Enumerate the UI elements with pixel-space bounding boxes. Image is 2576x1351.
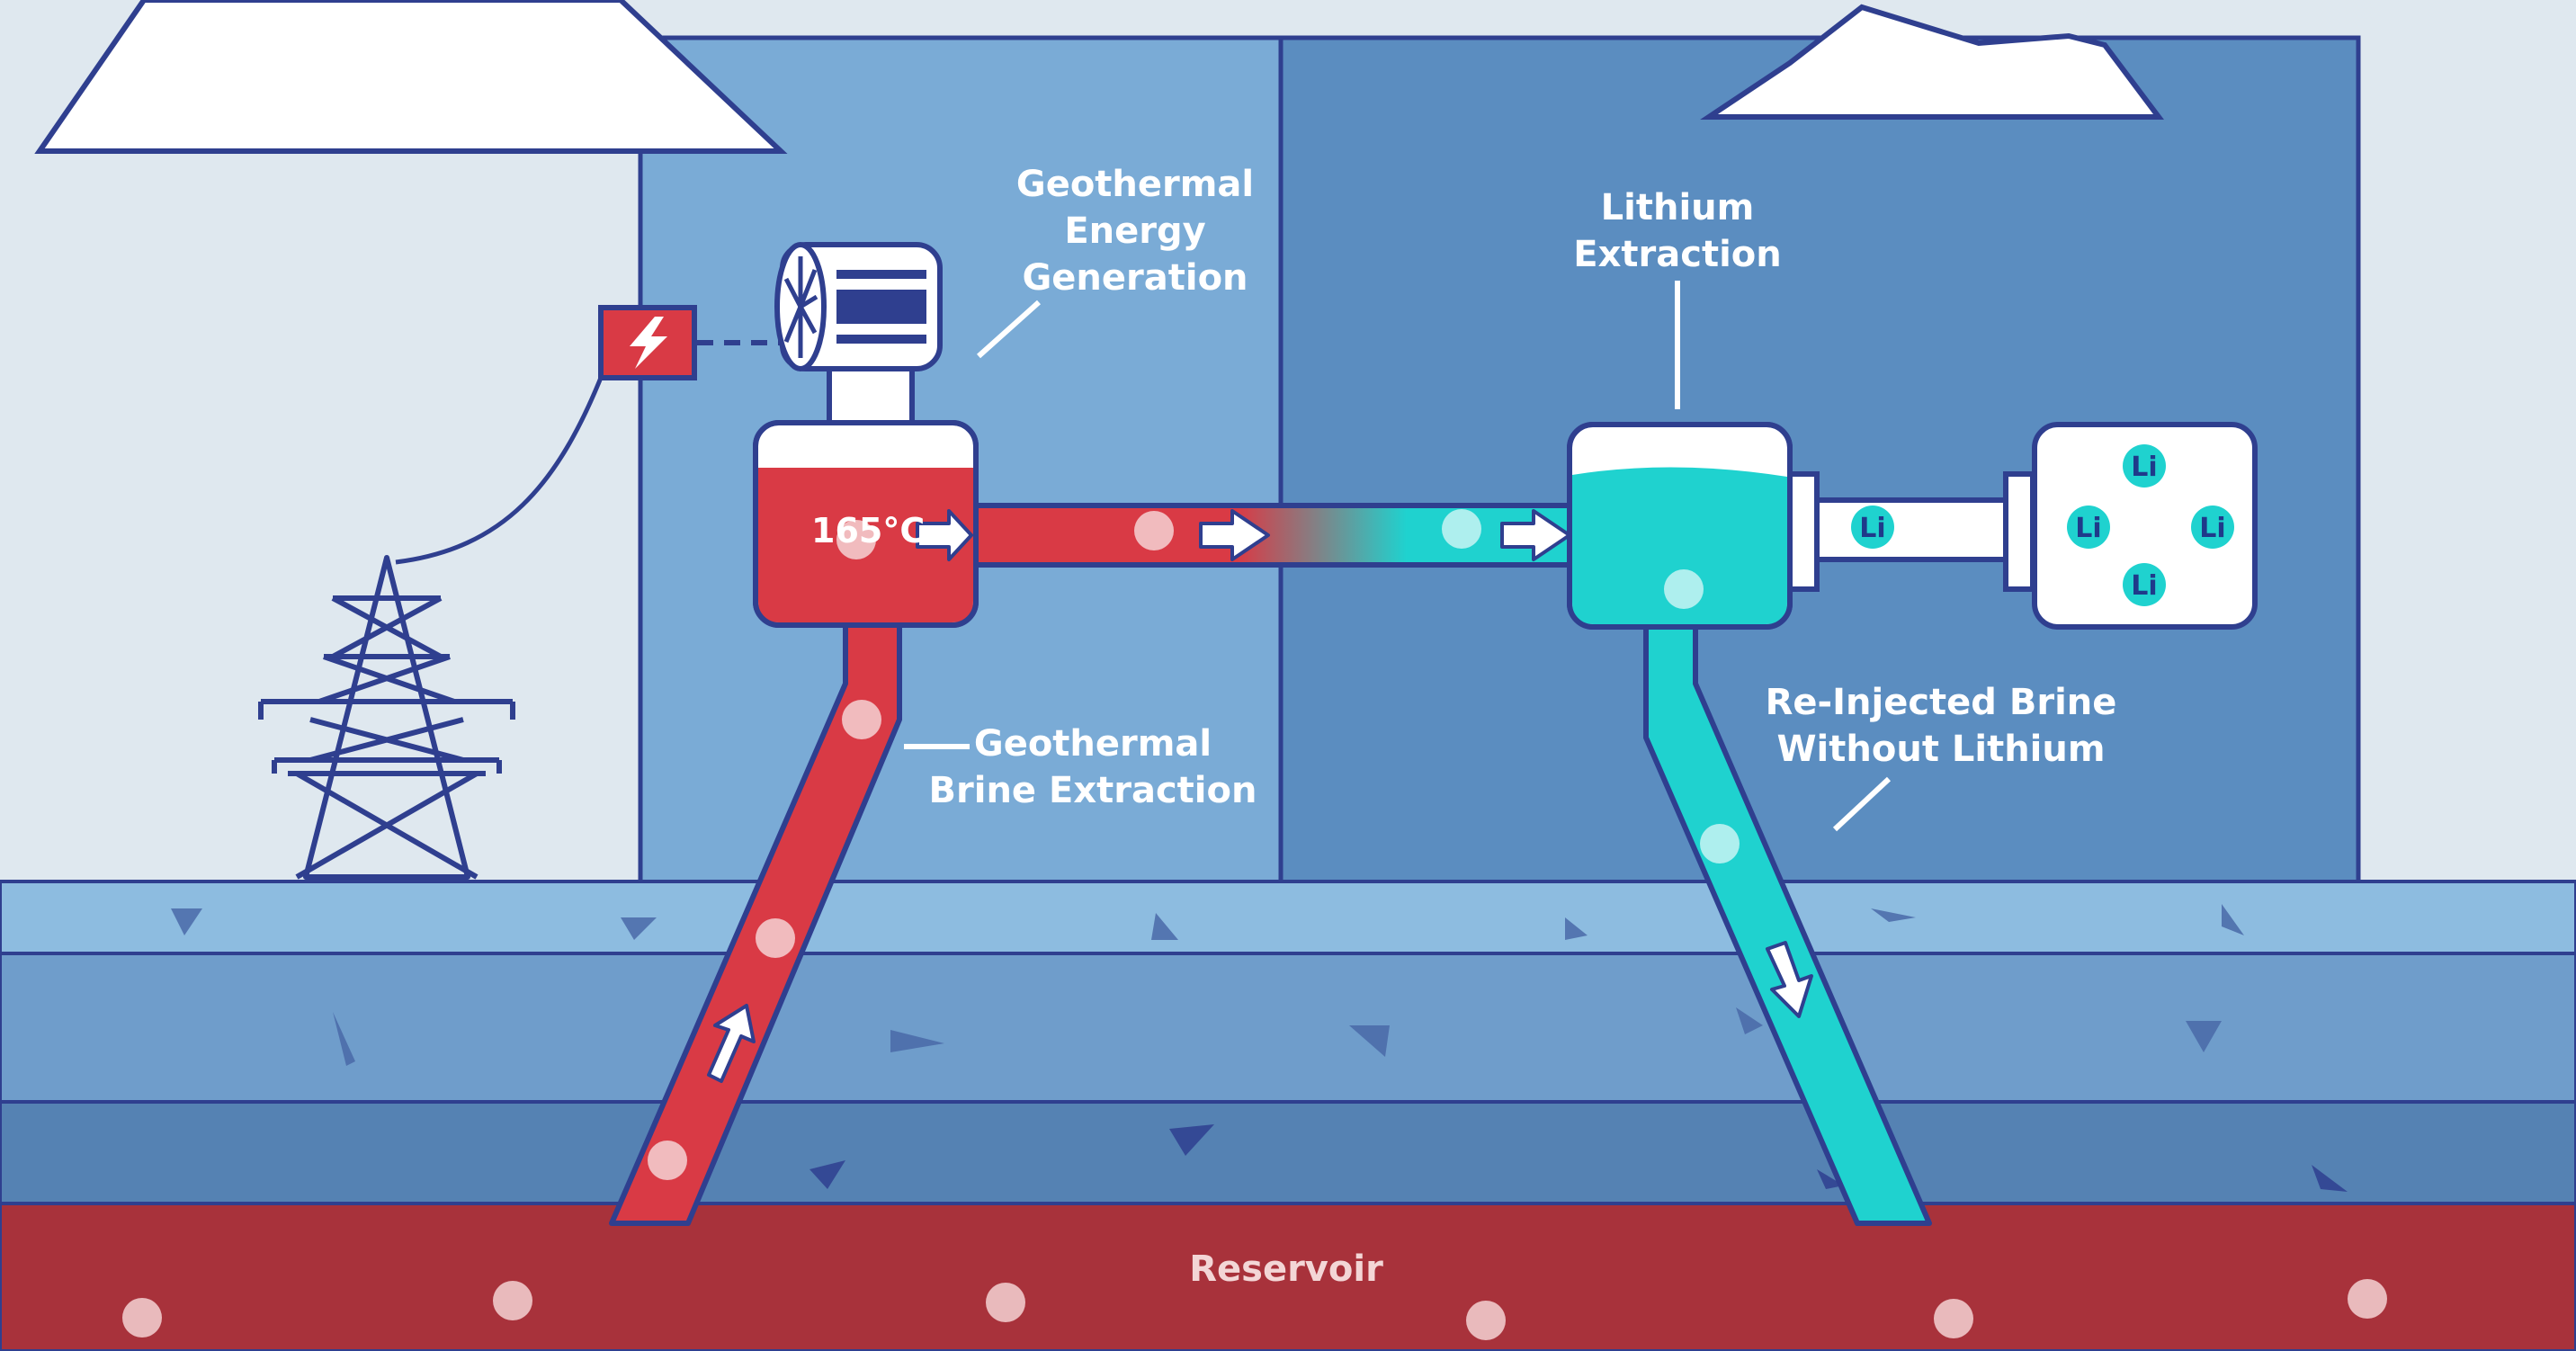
lithium-collector-box [2032, 422, 2258, 630]
rock-shards [171, 904, 2348, 1192]
label-line: Energy [1064, 210, 1205, 252]
lithium-connector-left [1787, 471, 1820, 592]
turbine-icon [774, 242, 943, 371]
li-ion-bottom [2123, 563, 2166, 606]
li-label: Li [2131, 570, 2157, 602]
ground-layer-3 [0, 1100, 2576, 1207]
li-label: Li [2131, 452, 2157, 483]
label-line: Generation [1022, 257, 1248, 299]
li-label: Li [2075, 513, 2101, 544]
cool-bubbles [1442, 509, 1740, 863]
label-line: Geothermal [1016, 164, 1254, 205]
li-ion-right [2191, 506, 2234, 549]
label-line: Geothermal [974, 723, 1212, 765]
label-brine-extraction: Geothermal Brine Extraction [904, 723, 1257, 811]
mountain-right [1700, 4, 2164, 120]
label-line: Extraction [1573, 234, 1781, 275]
label-line: Lithium [1601, 187, 1755, 228]
lithium-tank [1567, 422, 1793, 630]
temperature-label: 165°C [811, 511, 925, 550]
brine-bubbles [122, 511, 2387, 1340]
li-ion-left [2067, 506, 2110, 549]
li-label: Li [2199, 513, 2225, 544]
power-cable [395, 372, 605, 565]
lightning-icon [598, 305, 697, 380]
li-ion-pipe [1851, 506, 1894, 549]
turbine-stand [827, 366, 915, 425]
label-line: Re-Injected Brine [1766, 682, 2117, 723]
reservoir-label: Reservoir [1189, 1248, 1383, 1290]
lithium-ions: Li Li Li Li Li [1851, 444, 2234, 606]
arrow-icon [707, 509, 1813, 1083]
lithium-connector-pipe [1814, 497, 2008, 562]
ground-layer-1 [0, 880, 2576, 955]
power-tower-icon [258, 555, 515, 880]
label-reinjected-brine: Re-Injected Brine Without Lithium [1766, 682, 2117, 832]
mountain-left [34, 0, 788, 154]
label-line: Brine Extraction [929, 770, 1257, 811]
lithium-connector-right [2003, 471, 2035, 592]
label-geothermal-energy: Geothermal Energy Generation [976, 164, 1254, 359]
reservoir-layer [0, 1202, 2576, 1351]
label-line: Without Lithium [1776, 729, 2105, 770]
li-ion-top [2123, 444, 2166, 488]
ground-layer-2 [0, 952, 2576, 1104]
label-lithium-extraction: Lithium Extraction [1573, 187, 1782, 409]
li-label: Li [1859, 513, 1885, 544]
